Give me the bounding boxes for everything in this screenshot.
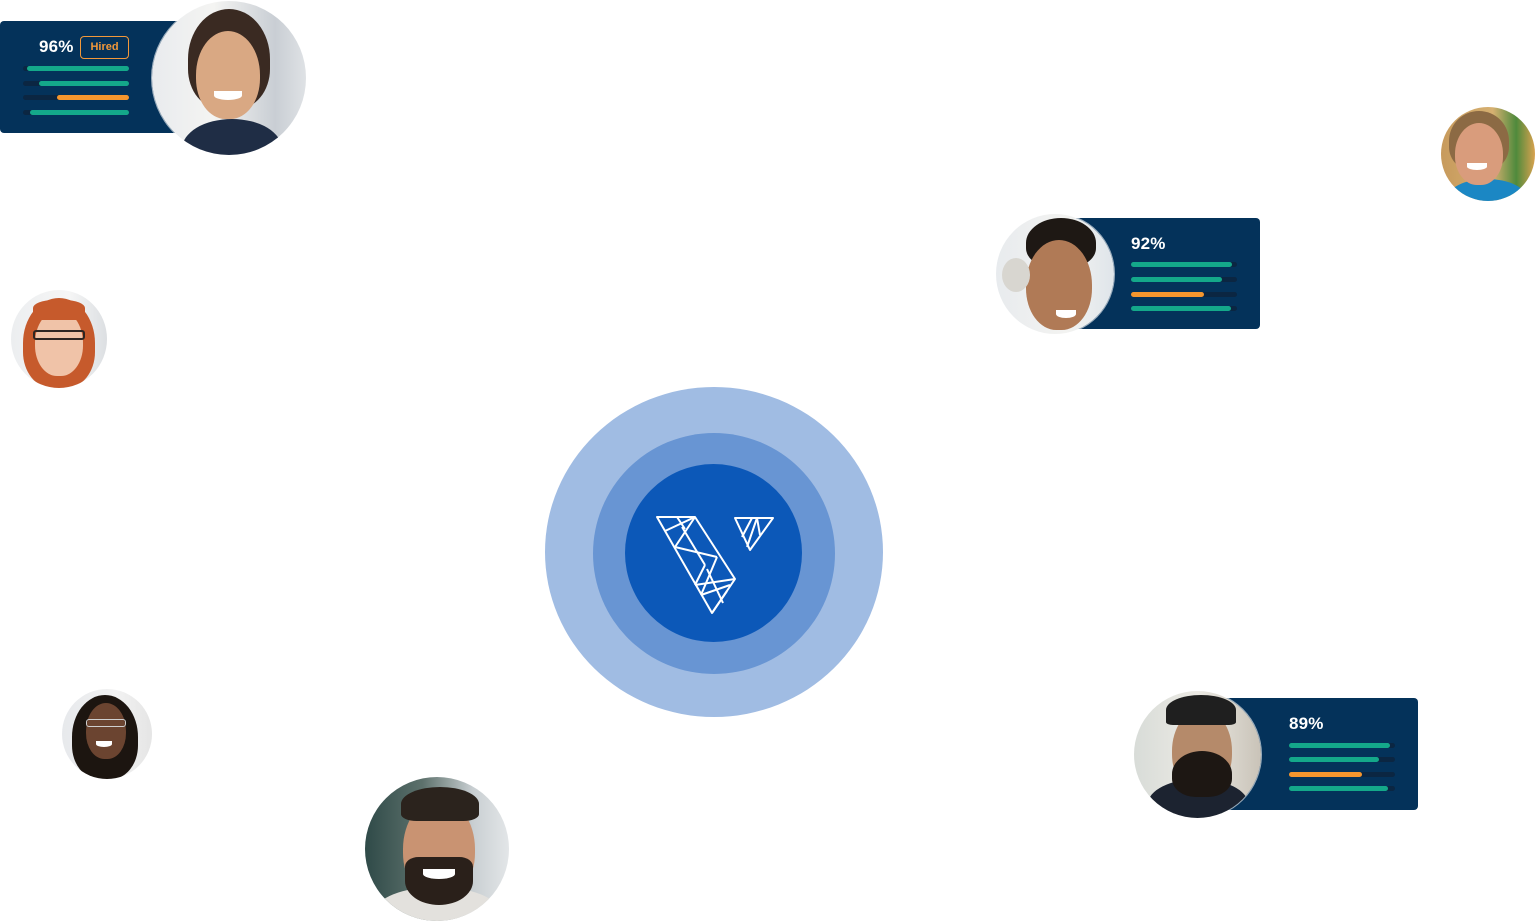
score-percentage: 89% bbox=[1289, 714, 1324, 733]
score-bar-4 bbox=[1289, 786, 1395, 791]
score-percentage: 92% bbox=[1131, 234, 1166, 253]
score-bar-2 bbox=[1289, 757, 1395, 762]
avatar-candidate-man-headphones bbox=[996, 214, 1114, 334]
score-bar-1 bbox=[23, 66, 129, 71]
score-percentage: 96% bbox=[39, 37, 74, 56]
avatar-candidate-woman-blonde bbox=[1441, 107, 1535, 201]
v-triangle-logo-icon bbox=[656, 516, 774, 614]
avatar-candidate-man-beard-smiling bbox=[365, 777, 509, 921]
score-bar-1 bbox=[1131, 262, 1237, 267]
score-bar-2 bbox=[23, 81, 129, 86]
score-bar-2 bbox=[1131, 277, 1237, 282]
avatar-candidate-woman-braids-glasses bbox=[62, 689, 152, 779]
avatar-candidate-woman-dark-hair bbox=[152, 1, 306, 155]
avatar-candidate-woman-red-hair-glasses bbox=[11, 290, 107, 388]
score-bar-1 bbox=[1289, 743, 1395, 748]
hired-badge: Hired bbox=[80, 36, 129, 59]
score-bar-3 bbox=[1131, 292, 1237, 297]
score-bar-3 bbox=[1289, 772, 1395, 777]
score-bar-4 bbox=[23, 110, 129, 115]
score-bar-4 bbox=[1131, 306, 1237, 311]
avatar-candidate-man-beard-cap bbox=[1134, 691, 1261, 818]
score-bar-3 bbox=[23, 95, 129, 100]
